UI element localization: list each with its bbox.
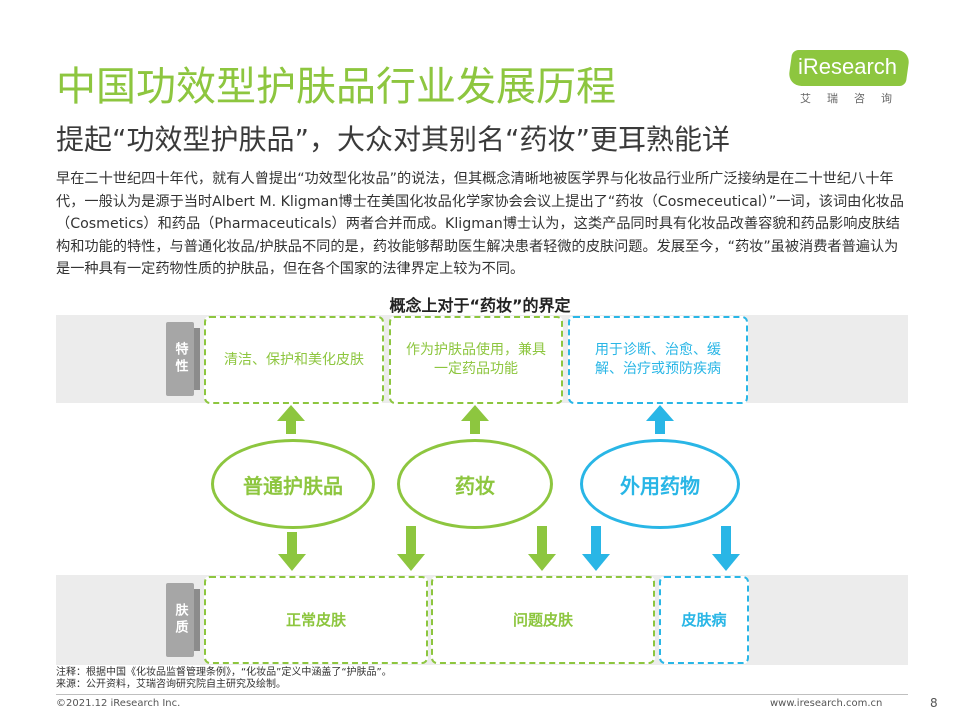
- iresearch-logo: iResearch 艾瑞咨询: [787, 50, 912, 108]
- up-arrow-skincare: [277, 405, 305, 434]
- row-label-skin: 肤质: [166, 583, 200, 657]
- footnote-source: 来源：公开资料，艾瑞咨询研究院自主研究及绘制。: [56, 679, 286, 690]
- logo-subtitle: 艾瑞咨询: [800, 92, 908, 105]
- feature-box-drugs: 用于诊断、治愈、缓解、治疗或预防疾病: [568, 316, 748, 404]
- footer-divider: [56, 694, 908, 695]
- website-link[interactable]: www.iresearch.com.cn: [770, 698, 883, 709]
- intro-paragraph: 早在二十世纪四十年代，就有人曾提出“功效型化妆品”的说法，但其概念清晰地被医学界…: [56, 171, 904, 278]
- category-cosmeceutical: 药妆: [397, 439, 553, 529]
- footnote-note: 注释：根据中国《化妆品监督管理条例》，“化妆品”定义中涵盖了“护肤品”。: [56, 667, 392, 678]
- page-subtitle: 提起“功效型护肤品”，大众对其别名“药妆”更耳熟能详: [56, 123, 731, 156]
- down-arrow-skincare-normal: [278, 532, 306, 571]
- up-arrow-cosmeceutical: [461, 405, 489, 434]
- copyright: ©2021.12 iResearch Inc.: [56, 698, 181, 709]
- skin-box-normal: 正常皮肤: [204, 576, 428, 664]
- footnotes: 注释：根据中国《化妆品监督管理条例》，“化妆品”定义中涵盖了“护肤品”。 来源：…: [56, 667, 392, 691]
- category-skincare: 普通护肤品: [211, 439, 375, 529]
- diagram-title: 概念上对于“药妆”的界定: [389, 296, 571, 315]
- feature-box-cosmetics: 清洁、保护和美化皮肤: [204, 316, 384, 404]
- page-title: 中国功效型护肤品行业发展历程: [56, 64, 616, 110]
- up-arrow-drug: [646, 405, 674, 434]
- category-topical-drug: 外用药物: [580, 439, 740, 529]
- feature-box-cosmeceuticals: 作为护肤品使用，兼具一定药品功能: [389, 316, 563, 404]
- skin-box-disease: 皮肤病: [659, 576, 749, 664]
- down-arrow-cosmeceutical-problem: [528, 526, 556, 571]
- skin-box-problem: 问题皮肤: [431, 576, 655, 664]
- down-arrow-drug-disease: [712, 526, 740, 571]
- logo-brand: iResearch: [798, 54, 898, 79]
- down-arrow-cosmeceutical-normal: [397, 526, 425, 571]
- row-label-features: 特性: [166, 322, 200, 396]
- down-arrow-drug-problem: [582, 526, 610, 571]
- page-number: 8: [930, 696, 938, 710]
